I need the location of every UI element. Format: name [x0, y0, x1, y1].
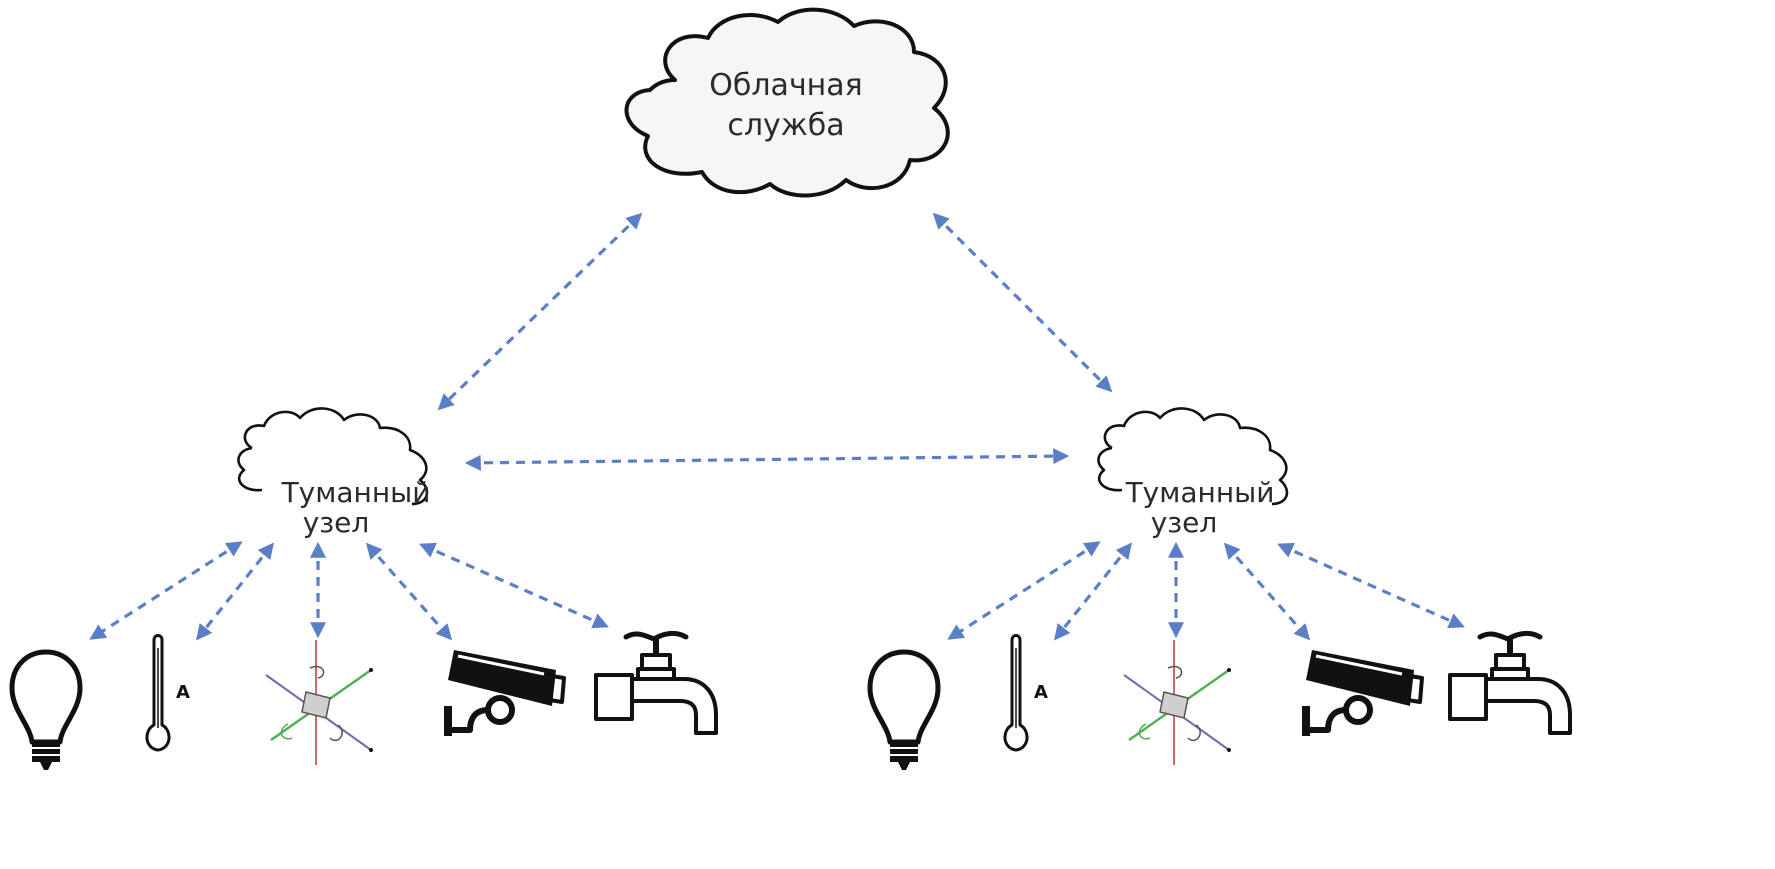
- water-tap-icon: [596, 633, 716, 733]
- fog-left-label-line1: Туманный: [281, 476, 431, 509]
- cloud-service: Облачная служба: [624, 7, 950, 198]
- cloud-shape: [624, 7, 950, 198]
- cloud-label-line2: служба: [727, 108, 844, 143]
- motion-sensor-icon: [264, 638, 375, 767]
- thermometer-icon: [1003, 634, 1050, 752]
- link-right-thermo: [1054, 542, 1132, 641]
- cloud-label-line1: Облачная: [709, 68, 862, 103]
- lightbulb-icon: [870, 652, 938, 770]
- fog-right-label-line1: Туманный: [1125, 476, 1275, 509]
- water-tap-icon: [1450, 633, 1570, 733]
- security-camera-icon: [444, 650, 564, 736]
- fog-left-label-line2: узел: [303, 506, 370, 539]
- link-cloud-fog-left: [437, 212, 643, 411]
- fog-cloud-shape: [1097, 407, 1289, 506]
- link-right-camera: [1223, 542, 1311, 641]
- link-right-tap: [1277, 542, 1465, 629]
- fog-node-left: Туманный узел: [237, 407, 431, 539]
- security-camera-icon: [1302, 650, 1422, 736]
- motion-sensor-icon: [1122, 638, 1233, 767]
- link-left-camera: [365, 542, 453, 641]
- lightbulb-icon: [12, 652, 80, 770]
- fog-node-right: Туманный узел: [1097, 407, 1289, 539]
- link-fog-fog: [464, 448, 1070, 471]
- link-left-tap: [419, 542, 609, 629]
- fog-right-label-line2: узел: [1151, 506, 1218, 539]
- fog-cloud-shape: [237, 407, 429, 506]
- link-cloud-fog-right: [932, 212, 1113, 393]
- link-right-bulb: [947, 541, 1101, 640]
- link-left-thermo: [196, 542, 274, 641]
- link-left-bulb: [89, 541, 243, 640]
- thermometer-icon: [145, 634, 192, 752]
